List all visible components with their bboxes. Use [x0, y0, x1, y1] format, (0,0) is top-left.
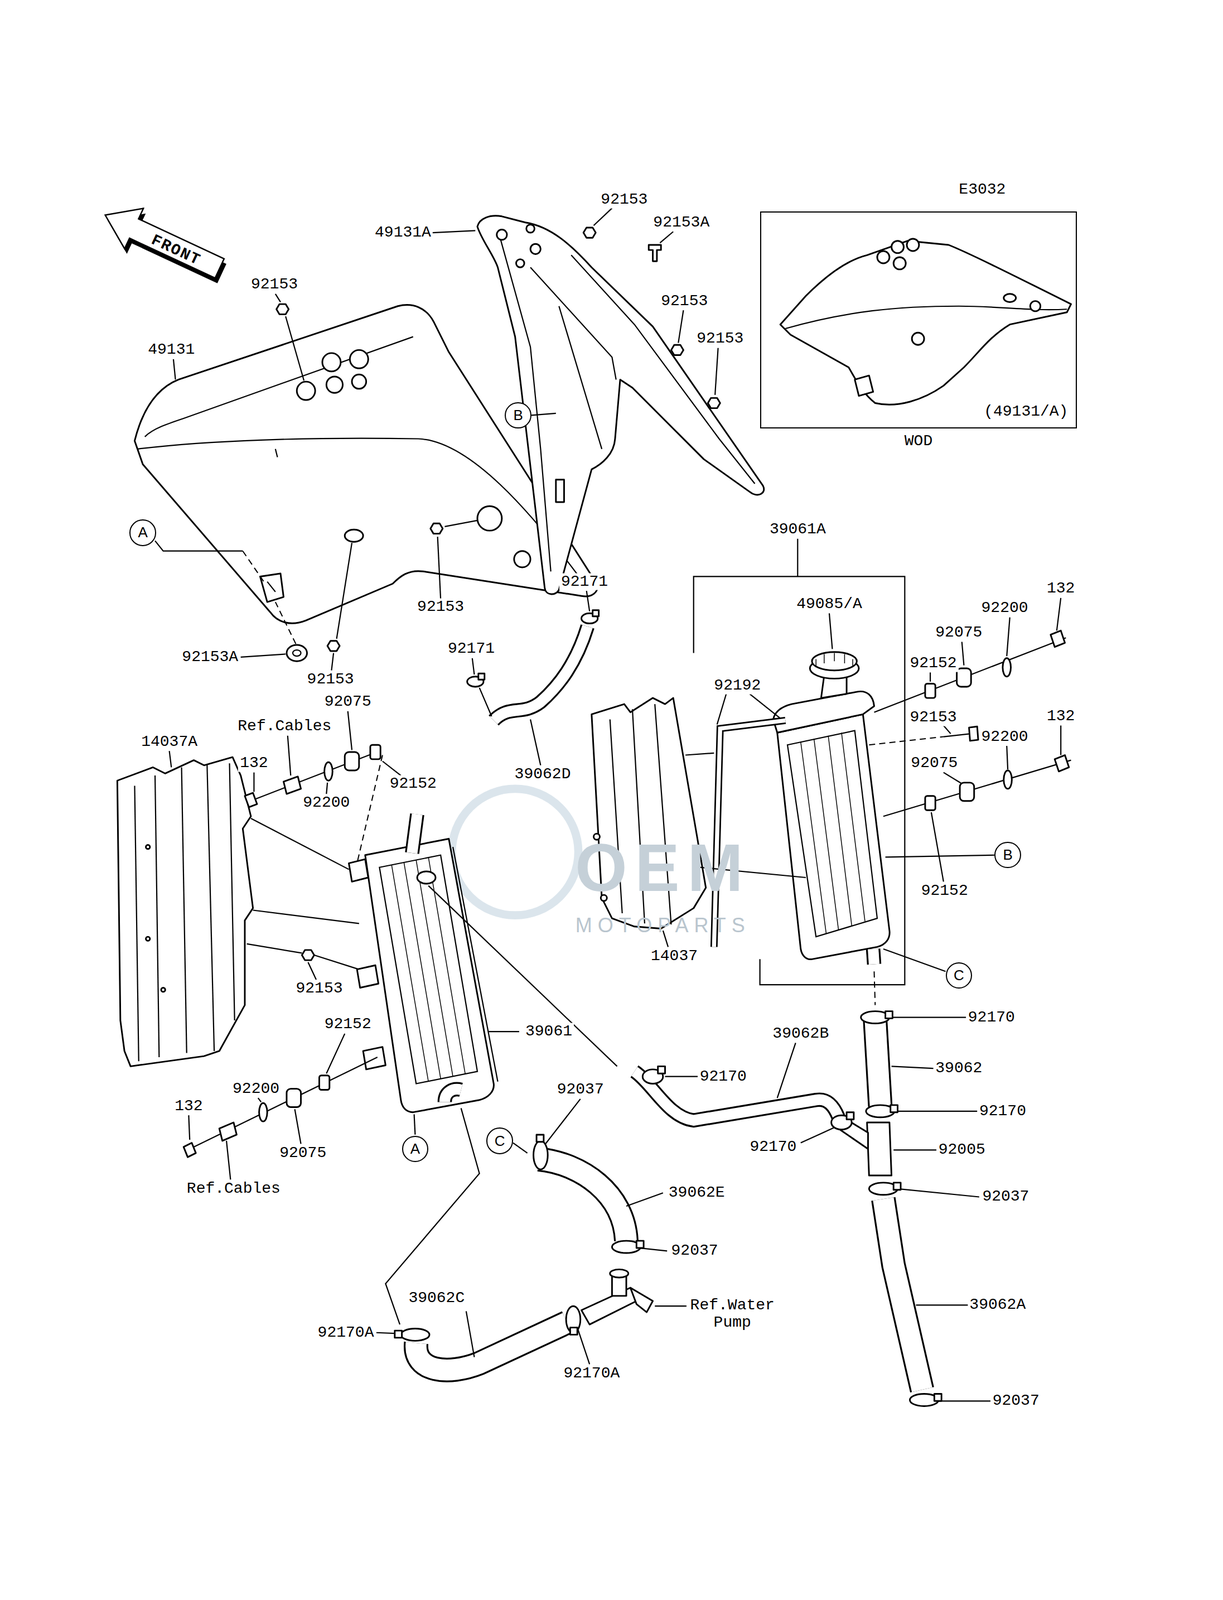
reference-letter: A — [137, 524, 148, 541]
callout-number: 14037A — [139, 732, 200, 751]
callout-number: 92170 — [747, 1137, 799, 1155]
callout-number: 92075 — [933, 624, 984, 642]
cable-reference: Ref.Cables — [235, 717, 333, 736]
view-label: WOD — [904, 432, 933, 451]
callout-number: 92200 — [979, 599, 1031, 617]
callout-number: 92170A — [316, 1323, 376, 1341]
callout-number: 92075 — [277, 1143, 328, 1162]
callout-number: 39062D — [513, 765, 573, 783]
callout-number: 39062 — [933, 1059, 984, 1077]
callout-number: 92075 — [909, 754, 960, 772]
right-mount-hardware — [868, 597, 1071, 882]
reference-circle: B — [994, 841, 1022, 869]
callout-number: 92170A — [561, 1364, 622, 1382]
reference-letter: B — [1002, 846, 1013, 863]
reference-note: Ref.Water Pump — [688, 1296, 777, 1332]
callout-number: 92037 — [980, 1187, 1031, 1206]
callout-number: 49131A — [373, 224, 433, 242]
callout-number: 92170 — [977, 1101, 1028, 1120]
reference-circle: C — [486, 1127, 514, 1154]
callout-number: 92152 — [919, 881, 970, 899]
figure-code: E3032 — [956, 181, 1008, 199]
cable-reference: Ref.Cables — [185, 1179, 283, 1197]
callout-number: 92153A — [651, 213, 712, 231]
callout-number: 39062A — [967, 1296, 1028, 1314]
inset-shroud — [780, 238, 1071, 405]
coolant-hoses — [376, 590, 991, 1401]
callout-number: 132 — [172, 1096, 205, 1115]
callout-number: 92170 — [698, 1067, 749, 1085]
inset-view: (49131/A)WOD — [760, 211, 1078, 429]
callout-number: 92153 — [659, 292, 710, 310]
callout-number: 92200 — [230, 1079, 282, 1097]
left-mount-hardware — [183, 711, 401, 1180]
callout-number: 39061A — [767, 520, 828, 539]
callout-number: 92200 — [979, 727, 1031, 746]
reference-circle: C — [945, 962, 973, 989]
callout-number: 92075 — [322, 693, 374, 711]
right-radiator-guard — [591, 697, 714, 947]
callout-number: 92152 — [388, 774, 439, 792]
callout-number: 39061 — [523, 1022, 574, 1041]
callout-number: 132 — [238, 754, 270, 772]
callout-number: 14037 — [649, 946, 700, 965]
direction-arrow: FRONT — [92, 193, 235, 296]
reference-circle: A — [129, 519, 157, 546]
callout-number: 132 — [1045, 579, 1077, 598]
callout-number: 39062C — [406, 1288, 467, 1307]
reference-circle: B — [504, 402, 532, 429]
callout-number: 92153 — [249, 276, 300, 294]
callout-number: 92037 — [555, 1080, 606, 1099]
callout-number: 92152 — [908, 654, 959, 672]
reference-circle: A — [402, 1135, 429, 1163]
callout-number: 92171 — [446, 640, 497, 658]
hose-clamps — [394, 610, 942, 1406]
callout-number: 92171 — [559, 572, 610, 591]
watermark-globe — [451, 788, 579, 916]
watermark: MOTOPARTS — [573, 914, 753, 937]
reference-letter: B — [513, 407, 523, 424]
reference-letter: C — [953, 967, 965, 984]
callout-number: 92153 — [908, 708, 959, 726]
callout-number: 92037 — [669, 1241, 720, 1260]
upper-shroud — [477, 215, 765, 594]
callout-number: 92153 — [694, 330, 746, 348]
callout-number: 49085/A — [794, 595, 864, 613]
callout-number: 92152 — [322, 1015, 374, 1033]
callout-number: 39062B — [770, 1024, 831, 1042]
callout-number: 92037 — [991, 1391, 1042, 1410]
callout-number: 92170 — [966, 1008, 1017, 1026]
callout-number: 92153A — [180, 648, 240, 666]
view-label: (49131/A) — [983, 403, 1068, 421]
callout-number: 92200 — [301, 794, 352, 812]
reference-letter: C — [494, 1132, 506, 1149]
callout-number: 92005 — [936, 1141, 988, 1159]
shroud-fasteners — [155, 208, 720, 671]
callout-number: 92153 — [415, 598, 466, 616]
callout-number: 92153 — [598, 191, 650, 209]
reference-letter: A — [410, 1140, 420, 1157]
callout-number: 132 — [1045, 707, 1077, 725]
arrow-body — [95, 195, 230, 289]
callout-number: 39062E — [666, 1183, 727, 1202]
callout-number: 49131 — [146, 341, 197, 359]
callout-number: 92192 — [712, 677, 763, 695]
watermark: OEM — [573, 830, 753, 905]
callout-number: 92153 — [305, 670, 356, 689]
callout-number: 92153 — [293, 979, 345, 998]
